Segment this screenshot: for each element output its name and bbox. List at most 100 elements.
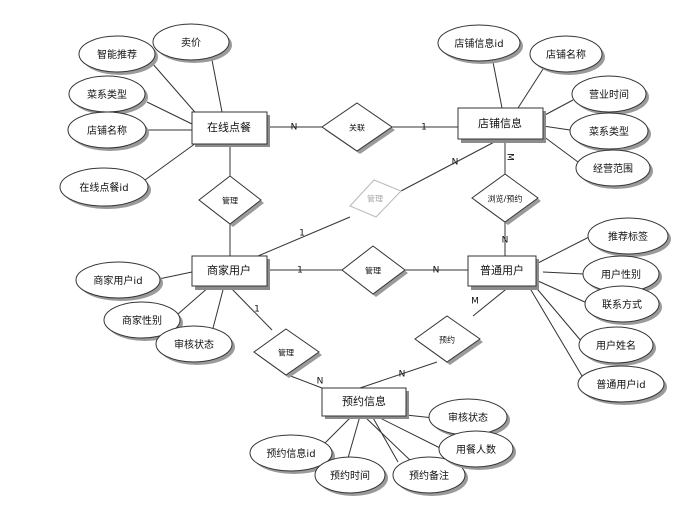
line-online-menu-cuisine [146, 101, 193, 125]
card-assoc-store: 1 [421, 123, 427, 133]
attr-res-time-label: 预约时间 [330, 469, 370, 482]
relationship-associate: 关联 [321, 102, 395, 154]
line-res-diners [375, 415, 443, 450]
line-store-hours [542, 99, 574, 117]
attr-merchant-gender-label: 商家性别 [122, 314, 162, 327]
attr-business-hours: 营业时间 [571, 75, 649, 115]
attr-user-name: 用户姓名 [578, 326, 656, 366]
attr-business-scope: 经营范围 [575, 149, 653, 189]
attr-store-cuisine-label: 菜系类型 [589, 125, 629, 138]
line-merchant-manage-res [228, 285, 273, 331]
line-online-menu-price [211, 59, 223, 113]
attr-store-info-id-label: 店铺信息id [454, 37, 503, 50]
cardinality-labels: N 1 N 1 M N 1 N 1 N N M [254, 123, 514, 387]
line-store-id [491, 56, 503, 109]
attr-contact: 联系方式 [584, 285, 662, 325]
attr-contact-label: 联系方式 [602, 298, 642, 311]
attr-diners-label: 用餐人数 [456, 443, 496, 456]
attr-business-hours-label: 营业时间 [589, 88, 629, 101]
attr-price: 卖价 [152, 23, 232, 63]
line-online-menu-id [144, 142, 197, 181]
attr-menu-cuisine-label: 菜系类型 [87, 88, 127, 101]
entity-merchant-user: 商家用户 [191, 255, 270, 290]
line-store-faint-manage [400, 138, 501, 192]
attr-normal-user-id-label: 普通用户id [596, 378, 645, 391]
attr-online-menu-id-label: 在线点餐id [79, 181, 128, 194]
card-manage-user: N [433, 266, 440, 276]
line-user-gender [542, 271, 585, 275]
relationship-browse: 浏览/预约 [471, 173, 541, 225]
card-res-manage: N [317, 377, 324, 387]
relationship-manage-menu-label: 管理 [222, 196, 238, 206]
line-res-note [363, 415, 413, 463]
line-reserve-res [359, 361, 438, 389]
attr-user-gender: 用户性别 [582, 255, 662, 295]
line-online-menu-smart [151, 62, 201, 119]
attr-user-name-label: 用户姓名 [596, 339, 636, 352]
entity-reservation-label: 预约信息 [342, 394, 386, 408]
attr-business-scope-label: 经营范围 [593, 162, 633, 175]
relationship-reserve: 预约 [414, 315, 483, 365]
entity-normal-user: 普通用户 [467, 255, 539, 290]
relationship-manage-user-label: 管理 [365, 266, 381, 276]
relationship-manage-menu: 管理 [198, 175, 264, 227]
attr-res-note: 预约备注 [392, 456, 468, 496]
line-faint-manage-merchant [257, 216, 351, 257]
entity-store-info: 店铺信息 [457, 107, 546, 143]
relationship-associate-label: 关联 [349, 123, 365, 133]
attr-recommend-tag-label: 推荐标签 [608, 230, 648, 243]
attr-res-info-id: 预约信息id [249, 434, 335, 474]
attr-res-note-label: 预约备注 [409, 469, 449, 482]
entity-online-menu: 在线点餐 [191, 111, 270, 147]
attr-price-label: 卖价 [181, 37, 201, 49]
line-store-scope [542, 135, 579, 163]
attr-store-info-id: 店铺信息id [437, 24, 523, 64]
relationship-manage-store: 管理 [349, 179, 402, 218]
line-user-name [532, 283, 583, 343]
card-merchant-res: 1 [254, 305, 260, 315]
relationship-manage-res-label: 管理 [278, 348, 294, 358]
relationship-reserve-label: 预约 [439, 335, 455, 345]
card-res-reserve: N [399, 370, 406, 380]
attr-merchant-gender: 商家性别 [103, 301, 183, 341]
attr-diners: 用餐人数 [438, 430, 516, 470]
relationship-manage-user: 管理 [341, 245, 408, 297]
line-manage-res [287, 374, 323, 389]
entity-store-info-label: 店铺信息 [478, 116, 522, 130]
attr-store-name: 店铺名称 [529, 35, 605, 75]
attr-menu-store-name-label: 店铺名称 [87, 124, 127, 137]
attr-merchant-id: 商家用户id [75, 261, 163, 301]
entity-normal-user-label: 普通用户 [480, 263, 524, 277]
attr-res-info-id-label: 预约信息id [266, 447, 315, 460]
card-merchant-manage: 1 [297, 266, 303, 276]
line-user-tag [535, 235, 592, 265]
attr-res-time: 预约时间 [314, 456, 388, 496]
attr-recommend-tag: 推荐标签 [587, 217, 671, 257]
line-user-id [527, 284, 586, 382]
attr-res-review: 审核状态 [428, 398, 510, 438]
line-user-reserve [472, 285, 511, 317]
attr-merchant-id-label: 商家用户id [93, 274, 142, 287]
attr-menu-cuisine: 菜系类型 [68, 75, 148, 115]
attr-smart-recommend: 智能推荐 [78, 35, 158, 75]
attr-merchant-review-label: 审核状态 [174, 338, 214, 351]
card-store-browse: M [505, 153, 515, 161]
line-store-cuisine [542, 125, 571, 131]
card-menu-assoc: N [291, 123, 298, 133]
card-browse-user: N [502, 236, 509, 246]
card-store-faint: N [452, 158, 459, 168]
attr-merchant-review: 审核状态 [155, 325, 235, 365]
attr-store-cuisine: 菜系类型 [569, 112, 651, 152]
line-merchant-review [211, 285, 225, 333]
attr-menu-store-name: 店铺名称 [67, 111, 149, 151]
relationship-manage-store-label: 管理 [367, 194, 383, 204]
relationship-manage-res: 管理 [253, 328, 322, 378]
relationship-browse-label: 浏览/预约 [488, 194, 523, 204]
attr-normal-user-id: 普通用户id [577, 365, 667, 405]
attr-online-menu-id: 在线点餐id [59, 167, 151, 209]
entity-merchant-user-label: 商家用户 [207, 263, 251, 277]
line-user-contact [537, 280, 588, 304]
attr-user-gender-label: 用户性别 [601, 268, 641, 281]
connector-lines [144, 56, 592, 466]
